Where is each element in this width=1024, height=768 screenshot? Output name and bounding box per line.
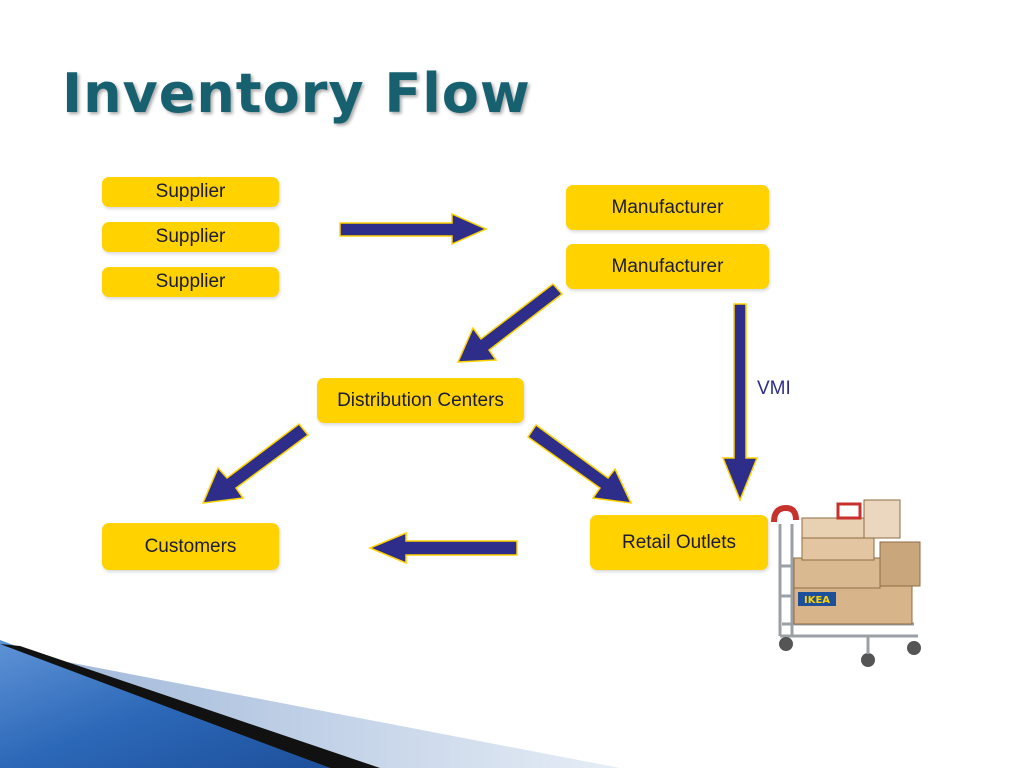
cart-logo: IKEA bbox=[804, 595, 830, 606]
arrow-manufacturer-to-distribution bbox=[456, 282, 564, 363]
node-supplier: Supplier bbox=[102, 222, 279, 252]
arrow-distribution-to-retail bbox=[526, 423, 633, 504]
node-customers: Customers bbox=[102, 523, 279, 570]
node-supplier: Supplier bbox=[102, 267, 279, 297]
node-distribution-centers: Distribution Centers bbox=[317, 378, 524, 423]
arrow-distribution-to-customers bbox=[201, 422, 310, 504]
arrow-retail-to-customers bbox=[368, 531, 518, 565]
arrow-manufacturer-to-retail-vmi bbox=[721, 303, 759, 502]
slide-title: Inventory Flow bbox=[62, 62, 531, 125]
node-manufacturer: Manufacturer bbox=[566, 185, 769, 230]
arrow-supplier-to-manufacturer bbox=[339, 212, 488, 246]
node-supplier: Supplier bbox=[102, 177, 279, 207]
vmi-label: VMI bbox=[757, 378, 791, 399]
node-manufacturer: Manufacturer bbox=[566, 244, 769, 289]
shopping-cart-with-boxes-icon: IKEA bbox=[771, 499, 921, 667]
node-retail-outlets: Retail Outlets bbox=[590, 515, 768, 570]
corner-decoration bbox=[0, 640, 620, 768]
